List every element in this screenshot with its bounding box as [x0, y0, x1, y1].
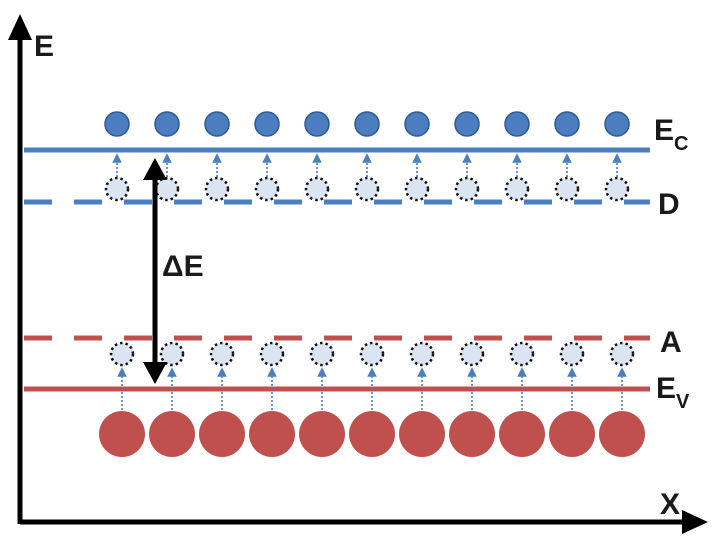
valence-hole — [199, 411, 245, 457]
electron — [204, 111, 230, 137]
valence-band-label: EV — [656, 372, 690, 413]
valence-hole — [549, 411, 595, 457]
ionized-donor — [554, 176, 580, 202]
electron — [104, 111, 130, 137]
ionized-donor — [204, 176, 230, 202]
valence-hole — [99, 411, 145, 457]
ionized-donor — [104, 176, 130, 202]
acceptor-states — [109, 341, 635, 367]
electron — [504, 111, 530, 137]
ionized-donor — [254, 176, 280, 202]
ionized-donor — [454, 176, 480, 202]
conduction-band-label-main: E — [654, 114, 674, 147]
valence-hole — [399, 411, 445, 457]
electron — [154, 111, 180, 137]
acceptor-state — [459, 341, 485, 367]
x-axis-arrowhead — [682, 510, 708, 534]
acceptor-state — [109, 341, 135, 367]
conduction-band-label: EC — [654, 114, 688, 155]
ionized-donor — [404, 176, 430, 202]
donor-excitation-arrows — [112, 153, 622, 177]
valence-hole — [149, 411, 195, 457]
acceptor-state — [259, 341, 285, 367]
valence-hole — [299, 411, 345, 457]
ionized-donor — [504, 176, 530, 202]
acceptor-state — [209, 341, 235, 367]
electron — [604, 111, 630, 137]
valence-hole — [349, 411, 395, 457]
valence-hole — [449, 411, 495, 457]
valence-holes — [99, 411, 645, 457]
acceptor-state — [309, 341, 335, 367]
acceptor-state — [359, 341, 385, 367]
valence-band-label-subscript: V — [676, 391, 690, 413]
valence-band-label-main: E — [656, 372, 676, 405]
y-axis-label: E — [34, 30, 54, 63]
y-axis-arrowhead — [8, 14, 32, 40]
electron — [454, 111, 480, 137]
valence-hole — [249, 411, 295, 457]
valence-hole — [599, 411, 645, 457]
electron — [254, 111, 280, 137]
acceptor-state — [559, 341, 585, 367]
energy-gap-arrow — [143, 158, 167, 384]
valence-hole — [499, 411, 545, 457]
ionized-donor — [604, 176, 630, 202]
acceptor-state — [159, 341, 185, 367]
delta-symbol: Δ — [162, 250, 184, 283]
acceptor-state — [509, 341, 535, 367]
x-axis-label: X — [660, 488, 680, 521]
ionized-donor — [304, 176, 330, 202]
acceptor-state — [409, 341, 435, 367]
electron — [404, 111, 430, 137]
ionized-donor — [154, 176, 180, 202]
axes — [8, 14, 708, 534]
ionized-donors — [104, 176, 630, 202]
electron — [354, 111, 380, 137]
ionized-donor — [354, 176, 380, 202]
energy-gap-label: ΔE — [162, 250, 204, 283]
acceptor-level-label: A — [660, 326, 682, 359]
acceptor-state — [609, 341, 635, 367]
gap-energy-text: E — [184, 250, 204, 283]
electron — [554, 111, 580, 137]
donor-level-label: D — [658, 188, 680, 221]
electron — [304, 111, 330, 137]
conduction-electrons — [104, 111, 630, 137]
conduction-band-label-subscript: C — [674, 133, 688, 155]
